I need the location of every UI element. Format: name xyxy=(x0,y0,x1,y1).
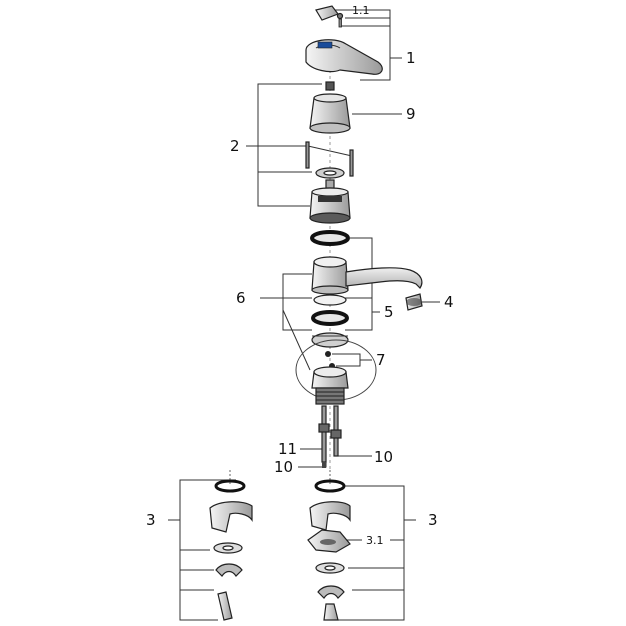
part-cover-cap xyxy=(309,93,351,134)
part-left-bracket xyxy=(209,501,253,533)
callout-1: 1 xyxy=(406,49,416,67)
callout-labels: 1.1 1 9 2 6 4 5 7 11 10 10 3 3 3.1 xyxy=(146,4,454,547)
part-right-clip xyxy=(317,585,345,599)
part-left-clip xyxy=(215,563,243,577)
callout-9: 9 xyxy=(406,105,416,123)
part-lever-handle xyxy=(305,39,383,75)
part-cap-screw xyxy=(315,5,344,28)
leader-lines xyxy=(168,9,440,621)
part-cartridge xyxy=(309,179,351,224)
part-washer-upper xyxy=(315,167,345,179)
callout-6: 6 xyxy=(236,289,246,307)
callout-5: 5 xyxy=(384,303,394,321)
callout-1-1: 1.1 xyxy=(352,4,370,17)
part-ring-stack xyxy=(311,294,349,348)
callout-7: 7 xyxy=(376,351,386,369)
part-supply-stems xyxy=(318,405,342,468)
callout-4: 4 xyxy=(444,293,454,311)
callout-10-right: 10 xyxy=(374,448,393,466)
callout-11: 11 xyxy=(278,440,297,458)
part-aerator xyxy=(405,293,423,311)
part-right-washer xyxy=(315,562,345,574)
part-left-nut xyxy=(217,591,233,621)
part-base-housing xyxy=(311,366,349,405)
part-left-oring xyxy=(214,479,246,493)
callout-3-left: 3 xyxy=(146,511,156,529)
part-right-stem xyxy=(323,603,339,621)
part-right-bracket xyxy=(309,501,351,531)
part-ring-top xyxy=(310,230,350,246)
callout-2: 2 xyxy=(230,137,240,155)
part-body-spout xyxy=(311,256,423,295)
part-right-oring xyxy=(314,479,346,493)
part-nut xyxy=(325,81,335,91)
callout-10-center: 10 xyxy=(274,458,293,476)
part-right-plate xyxy=(307,529,351,553)
callout-3-1: 3.1 xyxy=(366,534,384,547)
callout-3-right: 3 xyxy=(428,511,438,529)
part-pins xyxy=(305,141,354,177)
part-left-washer xyxy=(213,542,243,554)
